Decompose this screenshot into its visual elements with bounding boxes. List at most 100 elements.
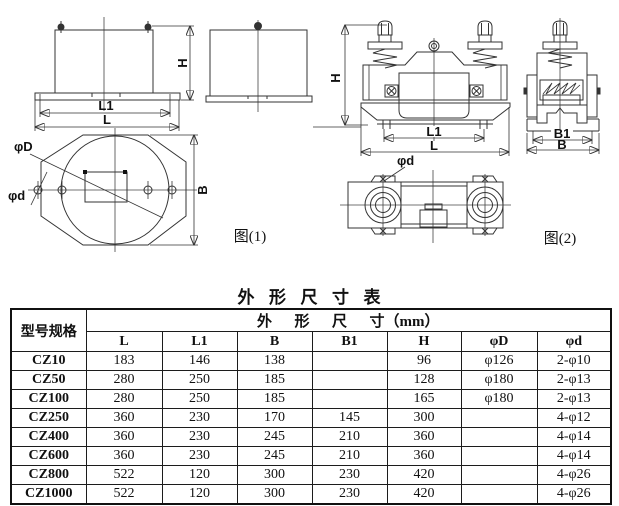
group-header: 外 形 尺 寸（mm） (85, 308, 612, 332)
table-row: CZ600 360 230 245 210 360 4-φ14 (10, 446, 612, 466)
data-cell: 300 (386, 408, 462, 428)
data-cell: 300 (236, 465, 313, 485)
data-cell: 230 (161, 427, 238, 447)
fig2-dim-L1: L1 (426, 124, 441, 139)
data-cell: 360 (85, 408, 163, 428)
data-cell: 210 (311, 446, 388, 466)
data-cell (311, 370, 388, 390)
data-cell: 230 (311, 484, 388, 505)
figure2-side-view: B1 B (523, 18, 601, 154)
figure2-caption: 图(2) (544, 230, 577, 247)
model-cell: CZ250 (10, 408, 87, 428)
fig1-dim-B: B (195, 185, 210, 194)
data-cell: 245 (236, 446, 313, 466)
model-cell: CZ400 (10, 427, 87, 447)
data-cell: 522 (85, 484, 163, 505)
table-row: CZ250 360 230 170 145 300 4-φ12 (10, 408, 612, 428)
data-cell: 250 (161, 389, 238, 409)
fig2-dim-H: H (328, 73, 343, 82)
model-cell: CZ800 (10, 465, 87, 485)
data-cell: 170 (236, 408, 313, 428)
data-cell: 4-φ14 (536, 446, 612, 466)
figure1-dimensions: H L1 L (35, 26, 194, 131)
data-cell: φ126 (460, 351, 538, 371)
technical-drawing: H L1 L (8, 17, 601, 252)
data-cell: 230 (311, 465, 388, 485)
data-cell (460, 408, 538, 428)
col-header: φd (536, 331, 612, 352)
table-row: CZ50 280 250 185 128 φ180 2-φ13 (10, 370, 612, 390)
figure1-front-view (34, 17, 181, 111)
data-cell: φ180 (460, 389, 538, 409)
col-header: B1 (311, 331, 388, 352)
col-header: B (236, 331, 313, 352)
fig2-dim-L: L (430, 138, 438, 153)
data-cell: 120 (161, 484, 238, 505)
data-cell: 2-φ13 (536, 389, 612, 409)
data-cell (460, 484, 538, 505)
data-cell: 128 (386, 370, 462, 390)
fig1-dim-L1: L1 (98, 98, 113, 113)
data-cell: 96 (386, 351, 462, 371)
data-cell: 245 (236, 427, 313, 447)
data-cell: 420 (386, 465, 462, 485)
model-cell: CZ100 (10, 389, 87, 409)
fig1-dim-H: H (175, 58, 190, 67)
data-cell: 280 (85, 370, 163, 390)
model-cell: CZ600 (10, 446, 87, 466)
figure1: H L1 L (8, 17, 313, 252)
data-cell: 2-φ13 (536, 370, 612, 390)
data-cell: φ180 (460, 370, 538, 390)
data-cell (311, 389, 388, 409)
data-cell: 522 (85, 465, 163, 485)
data-cell: 210 (311, 427, 388, 447)
fig2-dim-B1: B1 (554, 126, 571, 141)
fig1-dim-phiD: φD (14, 139, 33, 154)
data-cell: 230 (161, 446, 238, 466)
data-cell: 230 (161, 408, 238, 428)
table-row: CZ10 183 146 138 96 φ126 2-φ10 (10, 351, 612, 371)
data-cell: 165 (386, 389, 462, 409)
figure2-dimensions: H L1 L (328, 25, 509, 156)
table-row: CZ1000 522 120 300 230 420 4-φ26 (10, 484, 612, 505)
col-header: L (85, 331, 163, 352)
data-cell: 300 (236, 484, 313, 505)
data-cell: 250 (161, 370, 238, 390)
data-cell: 146 (161, 351, 238, 371)
data-cell: 360 (85, 446, 163, 466)
model-cell: CZ1000 (10, 484, 87, 505)
data-cell: 185 (236, 389, 313, 409)
corner-header: 型号规格 (10, 308, 87, 352)
data-cell: 145 (311, 408, 388, 428)
table-title: 外 形 尺 寸 表 (237, 288, 383, 307)
fig1-dim-L: L (103, 112, 111, 127)
data-cell: 4-φ26 (536, 465, 612, 485)
data-cell (460, 446, 538, 466)
dimension-table: 型号规格 外 形 尺 寸（mm） L L1 B B1 H φD φd CZ10 … (10, 308, 613, 505)
col-header: H (386, 331, 462, 352)
data-cell: 138 (236, 351, 313, 371)
data-cell: 4-φ14 (536, 427, 612, 447)
figure1-side-view (205, 20, 313, 112)
table-row: CZ100 280 250 185 165 φ180 2-φ13 (10, 389, 612, 409)
data-cell: 360 (386, 427, 462, 447)
col-header: L1 (161, 331, 238, 352)
model-cell: CZ50 (10, 370, 87, 390)
data-cell: 360 (85, 427, 163, 447)
data-cell: 120 (161, 465, 238, 485)
figure2-front-view (313, 20, 511, 150)
data-cell: 280 (85, 389, 163, 409)
table-row: CZ400 360 230 245 210 360 4-φ14 (10, 427, 612, 447)
data-cell: 2-φ10 (536, 351, 612, 371)
data-cell (311, 351, 388, 371)
fig1-dim-phid: φd (8, 188, 25, 203)
table-row: CZ800 522 120 300 230 420 4-φ26 (10, 465, 612, 485)
data-cell (460, 465, 538, 485)
figure2: H L1 L (313, 18, 601, 247)
fig2-dim-phid: φd (397, 153, 414, 168)
data-cell: 4-φ12 (536, 408, 612, 428)
data-cell: 185 (236, 370, 313, 390)
figure1-plan-view: φD φd B (8, 128, 210, 252)
model-cell: CZ10 (10, 351, 87, 371)
